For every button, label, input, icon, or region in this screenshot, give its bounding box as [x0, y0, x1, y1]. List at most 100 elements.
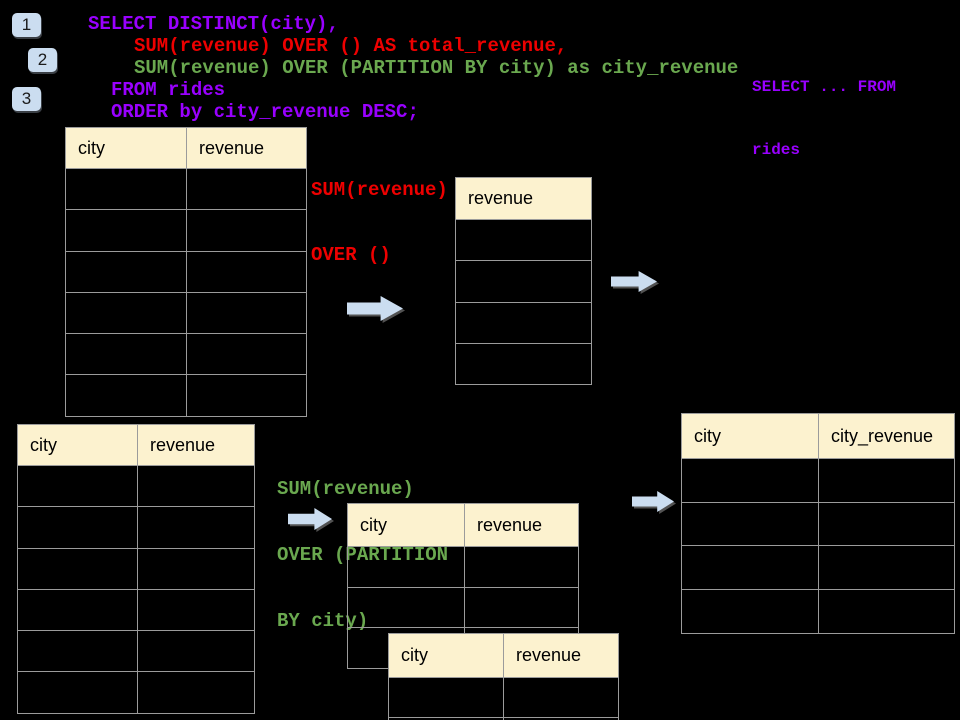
table-row [66, 250, 306, 292]
empty-cell [682, 459, 818, 502]
empty-cell [18, 549, 137, 589]
empty-cell [186, 375, 306, 416]
empty-cell [464, 547, 578, 587]
window-total-note-line: SUM(revenue) [311, 179, 448, 201]
table-row [389, 717, 618, 720]
table-row [18, 671, 254, 713]
empty-cell [348, 588, 464, 628]
empty-cell [503, 718, 618, 720]
table-row [18, 465, 254, 507]
empty-cell [186, 210, 306, 251]
window-partition-note-line: SUM(revenue) [277, 478, 414, 500]
table-header-row: city revenue [18, 425, 254, 465]
arrow-right-icon [632, 491, 674, 512]
table-row [66, 209, 306, 251]
table-row [18, 547, 254, 589]
column-header-revenue: revenue [503, 634, 618, 677]
empty-cell [18, 672, 137, 712]
empty-cell [456, 344, 591, 384]
from-rides-note-line: rides [752, 141, 801, 159]
empty-cell [137, 672, 254, 713]
empty-cell [818, 459, 954, 502]
table-row [18, 630, 254, 672]
step-badge-3: 3 [12, 87, 41, 111]
table-partition-second: city revenue [388, 633, 619, 720]
empty-cell [682, 503, 818, 546]
arrow-right-icon [611, 271, 657, 292]
window-partition-note: SUM(revenue) OVER (PARTITION BY city) [277, 434, 448, 676]
table-row [66, 291, 306, 334]
empty-cell [137, 631, 254, 672]
flow-arrow-right-icon [347, 296, 403, 321]
column-header-city: city [401, 645, 428, 665]
empty-cell [66, 169, 186, 209]
table-header-row: city revenue [389, 634, 618, 677]
column-header-revenue: revenue [137, 425, 254, 465]
empty-cell [186, 251, 306, 292]
table-row [682, 545, 954, 590]
window-partition-note-line: OVER (PARTITION [277, 544, 449, 566]
empty-cell [682, 546, 818, 589]
empty-cell [503, 678, 618, 717]
empty-cell [818, 590, 954, 633]
empty-cell [818, 502, 954, 546]
table-rides-source-bottom: city revenue [17, 424, 255, 714]
empty-cell [464, 587, 578, 627]
empty-cell [456, 220, 591, 260]
empty-cell [186, 169, 306, 210]
from-rides-note: SELECT ... FROM rides [752, 35, 896, 203]
table-row [66, 333, 306, 375]
empty-cell [66, 334, 186, 374]
window-total-note-line: OVER () [311, 243, 391, 266]
table-header-row: revenue [456, 178, 591, 219]
flow-arrow-right-icon [288, 508, 332, 530]
column-header-revenue: revenue [186, 128, 306, 168]
empty-cell [18, 466, 137, 506]
table-row [456, 219, 591, 260]
empty-cell [18, 590, 137, 630]
table-row [18, 506, 254, 548]
empty-cell [18, 507, 137, 547]
sql-select-line: SELECT DISTINCT(city), [88, 13, 339, 35]
flow-arrow-right-icon [611, 271, 657, 292]
table-row [66, 168, 306, 210]
column-header-city: city [694, 425, 721, 446]
empty-cell [18, 631, 137, 671]
empty-cell [456, 261, 591, 301]
step-badge-1: 1 [12, 13, 41, 37]
empty-cell [66, 210, 186, 250]
sql-from-line: FROM rides [111, 79, 226, 101]
table-row [682, 589, 954, 633]
table-city-revenue-result: city city_revenue [681, 413, 955, 634]
column-header-city: city [30, 434, 57, 455]
flow-arrow-right-icon [632, 491, 674, 512]
sql-city-revenue-line: SUM(revenue) OVER (PARTITION BY city) as… [134, 57, 739, 79]
table-row [18, 588, 254, 631]
empty-cell [682, 590, 818, 633]
empty-cell [137, 507, 254, 548]
table-total-revenue-result: revenue [455, 177, 592, 386]
sql-total-revenue-line: SUM(revenue) OVER () AS total_revenue, [134, 35, 568, 57]
from-rides-note-line: SELECT ... FROM [752, 78, 897, 96]
empty-cell [818, 546, 954, 590]
empty-cell [66, 293, 186, 333]
empty-cell [186, 334, 306, 375]
table-row [456, 301, 591, 343]
window-total-note: SUM(revenue) OVER () [311, 137, 448, 309]
column-header-revenue: revenue [468, 188, 534, 208]
table-row [456, 342, 591, 384]
empty-cell [66, 375, 186, 415]
arrow-right-icon [347, 296, 403, 321]
table-row [682, 458, 954, 502]
column-header-city: city [360, 514, 387, 535]
table-row [389, 677, 618, 717]
column-header-city_revenue: city_revenue [818, 414, 954, 458]
step-badge-2: 2 [28, 48, 57, 72]
table-row [348, 546, 578, 587]
table-header-row: city city_revenue [682, 414, 954, 458]
table-row [348, 586, 578, 628]
